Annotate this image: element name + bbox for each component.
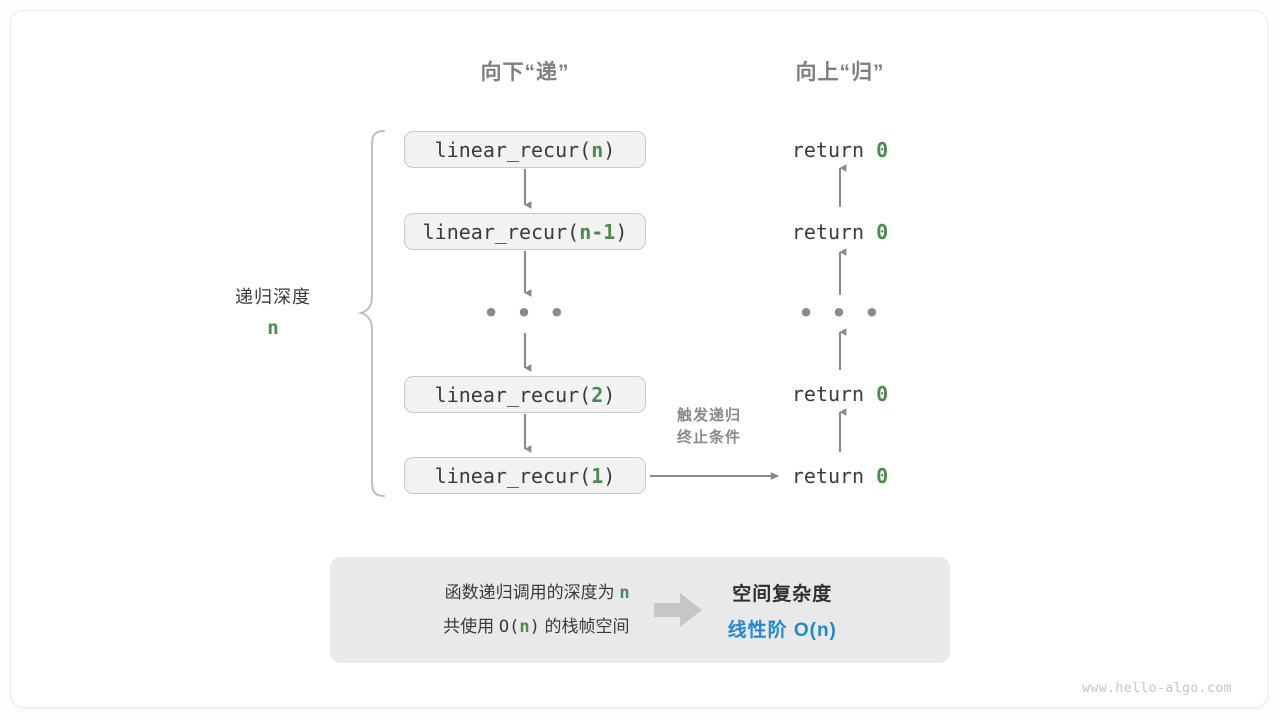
summary-line-2-suffix: 的栈帧空间 <box>539 617 630 636</box>
recursion-depth-label: 递归深度 n <box>235 283 311 339</box>
call-box-arg: n-1 <box>579 219 616 244</box>
return-label-2: return 0 <box>792 220 888 244</box>
call-box-n: linear_recur(n) <box>404 131 646 168</box>
summary-conclusion: 空间复杂度 线性阶 O(n) <box>704 579 837 642</box>
implies-arrow-icon <box>653 593 702 627</box>
call-box-suffix: ) <box>603 463 616 488</box>
return-keyword: return <box>791 464 877 488</box>
call-box-suffix: ) <box>603 382 616 407</box>
return-label-1: return 0 <box>792 138 888 162</box>
termination-note: 触发递归 终止条件 <box>677 405 741 449</box>
space-complexity-title: 空间复杂度 <box>732 583 833 605</box>
call-box-arg: n <box>591 137 604 162</box>
heading-ascend: 向上“归” <box>795 61 885 84</box>
call-box-arg: 2 <box>591 382 604 407</box>
summary-line-1-n: n <box>619 583 630 603</box>
termination-note-line2: 终止条件 <box>676 429 742 446</box>
return-keyword: return <box>791 382 877 406</box>
return-value: 0 <box>876 464 889 488</box>
summary-line-2-n: n <box>519 617 530 637</box>
call-box-prefix: linear_recur( <box>422 219 580 244</box>
termination-note-line1: 触发递归 <box>676 407 742 424</box>
call-box-prefix: linear_recur( <box>434 463 592 488</box>
recursion-depth-value: n <box>267 317 279 339</box>
complexity-summary-panel: 函数递归调用的深度为 n 共使用 O(n) 的栈帧空间 空间复杂度 线性阶 O(… <box>330 557 950 663</box>
summary-line-2-close: ) <box>529 617 540 637</box>
return-value: 0 <box>876 382 889 406</box>
recursion-depth-title: 递归深度 <box>235 287 311 307</box>
return-keyword: return <box>791 138 877 162</box>
call-box-prefix: linear_recur( <box>434 382 592 407</box>
return-label-4: return 0 <box>792 464 888 488</box>
summary-line-1: 函数递归调用的深度为 n <box>443 576 630 610</box>
call-box-suffix: ) <box>603 137 616 162</box>
return-value: 0 <box>876 220 889 244</box>
call-box-prefix: linear_recur( <box>434 137 592 162</box>
space-complexity-value: 线性阶 O(n) <box>727 619 837 641</box>
summary-line-2-prefix: 共使用 <box>443 617 499 636</box>
call-box-suffix: ) <box>615 219 628 244</box>
summary-line-1-text: 函数递归调用的深度为 <box>444 583 620 602</box>
ellipsis-descend: • • • <box>483 299 567 327</box>
call-box-n-minus-1: linear_recur(n-1) <box>404 213 646 250</box>
call-box-2: linear_recur(2) <box>404 376 646 413</box>
return-keyword: return <box>791 220 877 244</box>
ellipsis-ascend: • • • <box>798 299 882 327</box>
return-value: 0 <box>876 138 889 162</box>
heading-descend: 向下“递” <box>480 61 570 84</box>
watermark: www.hello-algo.com <box>1082 681 1232 696</box>
summary-explanation: 函数递归调用的深度为 n 共使用 O(n) 的栈帧空间 <box>443 576 651 644</box>
call-box-arg: 1 <box>591 463 604 488</box>
summary-line-2-o: O( <box>498 617 520 637</box>
return-label-3: return 0 <box>792 382 888 406</box>
summary-line-2: 共使用 O(n) 的栈帧空间 <box>443 610 629 644</box>
call-box-1: linear_recur(1) <box>404 457 646 494</box>
